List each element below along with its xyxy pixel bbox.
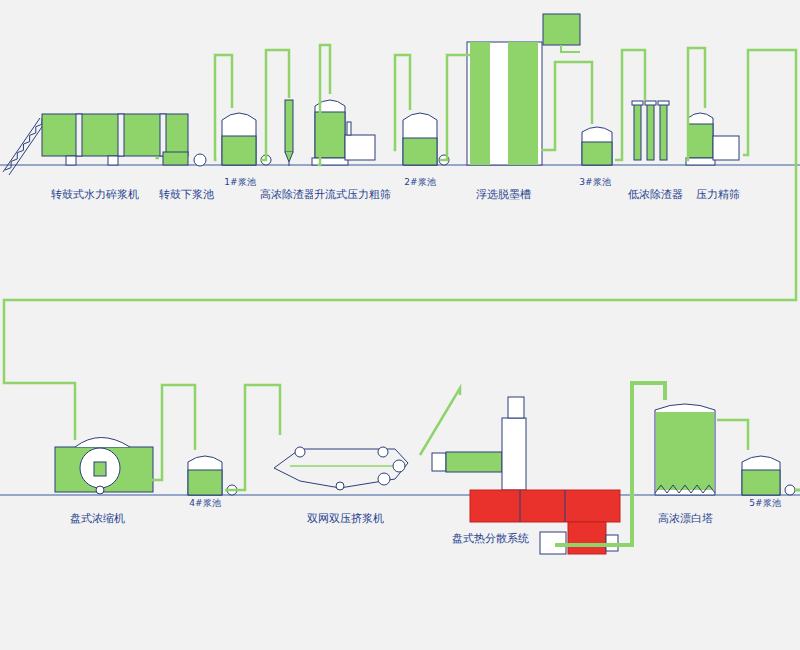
equipment-label: 压力精筛: [695, 188, 741, 201]
equipment-label: 高浓除渣器: [259, 188, 316, 201]
equipment-node: 3#浆池: [575, 124, 615, 188]
equipment-node: 转鼓式水力碎浆机: [31, 112, 159, 201]
pipe-connector: [555, 383, 665, 545]
pipe-connector: [686, 48, 706, 160]
equipment-node: 高浓漂白塔: [653, 400, 717, 525]
equipment-label: 低浓除渣器: [627, 188, 684, 201]
equipment-label: 5#浆池: [748, 498, 781, 509]
equipment-node: 低浓除渣器: [625, 100, 686, 201]
equipment-node: 转鼓下浆池: [156, 150, 217, 201]
pipe-connector: [318, 45, 331, 165]
equipment-node: 2#浆池: [400, 110, 440, 188]
pipe-connector: [394, 55, 411, 150]
equipment-label: 1#浆池: [223, 177, 256, 188]
equipment-node: 5#浆池: [743, 450, 787, 509]
equipment-label: 盘式热分散系统: [451, 532, 530, 545]
equipment-node: 双网双压挤浆机: [270, 435, 420, 525]
pipe-connector: [615, 50, 645, 160]
equipment-label: 升流式压力粗筛: [313, 188, 392, 201]
pipe-connector: [4, 50, 796, 440]
pipe-connector: [156, 157, 160, 160]
equipment-label: 浮选脱墨槽: [475, 188, 532, 201]
equipment-label: 4#浆池: [188, 498, 221, 509]
pipe-connector: [541, 62, 592, 150]
pipe-connector: [225, 385, 280, 490]
pipe-connector: [717, 420, 748, 450]
equipment-node: 浮选脱墨槽: [465, 42, 541, 201]
equipment-label: 转鼓下浆池: [158, 188, 215, 201]
equipment-node: 1#浆池: [220, 108, 260, 188]
equipment-node: 压力精筛: [693, 108, 743, 201]
equipment-label: 2#浆池: [403, 177, 436, 188]
pipe-connector: [420, 388, 460, 455]
equipment-node: 升流式压力粗筛: [311, 94, 394, 201]
equipment-label: 转鼓式水力碎浆机: [50, 188, 140, 201]
equipment-node: 盘式热分散系统: [425, 395, 555, 545]
equipment-node: 4#浆池: [185, 450, 225, 509]
pipe-connector: [215, 55, 232, 160]
equipment-node: 盘式浓缩机: [47, 440, 147, 525]
pipe-connector: [440, 42, 475, 160]
equipment-node: 高浓除渣器: [257, 98, 318, 201]
pipe-connector: [147, 385, 195, 480]
pipe-connector: [260, 50, 289, 160]
equipment-label: 双网双压挤浆机: [306, 512, 385, 525]
equipment-label: 3#浆池: [578, 177, 611, 188]
equipment-label: 高浓漂白塔: [657, 512, 714, 525]
equipment-label: 盘式浓缩机: [69, 512, 126, 525]
